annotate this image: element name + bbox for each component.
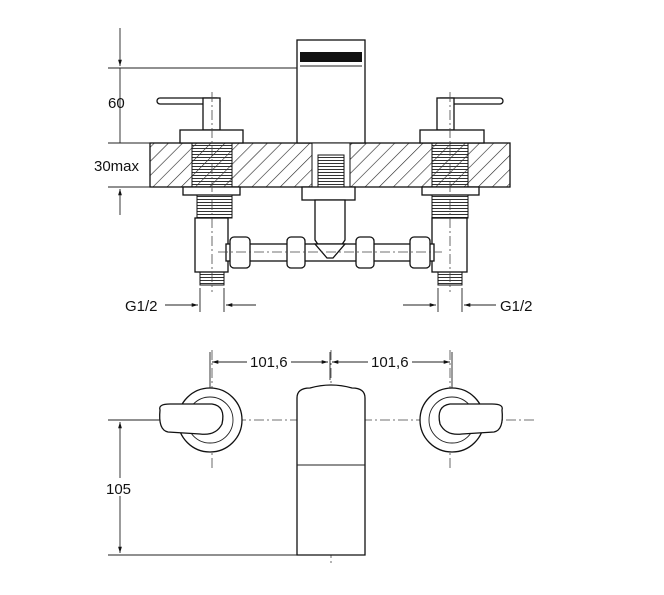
dim-60-label: 60 xyxy=(108,95,125,112)
right-handle-top xyxy=(419,387,503,453)
top-view: 101,6 101,6 105 xyxy=(104,350,535,565)
front-view: 60 30max G1/2 G1/2 xyxy=(94,28,533,315)
depth-dimension: 105 xyxy=(104,419,297,556)
depth-label: 105 xyxy=(106,481,131,498)
inlet-right-label: G1/2 xyxy=(500,298,533,315)
inlet-dimension-left: G1/2 xyxy=(125,288,256,315)
inlet-left-label: G1/2 xyxy=(125,298,158,315)
right-valve-front xyxy=(419,92,504,292)
spacing-left-label: 101,6 xyxy=(250,354,288,371)
spacing-right-label: 101,6 xyxy=(371,354,409,371)
left-handle-top xyxy=(159,387,243,453)
height-dimension: 60 30max xyxy=(94,28,297,215)
left-valve-front xyxy=(156,92,244,292)
spacing-dimension: 101,6 101,6 xyxy=(209,352,453,388)
inlet-dimension-right: G1/2 xyxy=(403,288,533,315)
connecting-pipe xyxy=(218,236,442,269)
dim-30max-label: 30max xyxy=(94,158,140,175)
spout-top xyxy=(296,384,366,556)
